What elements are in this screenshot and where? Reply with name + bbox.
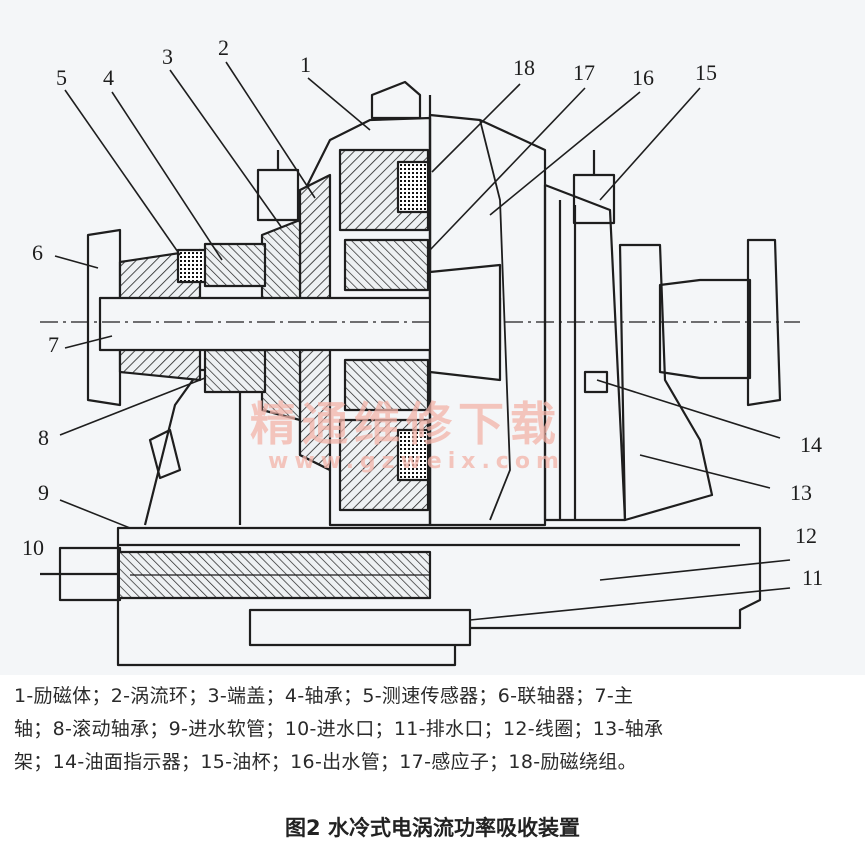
technical-drawing: 1 2 3 4 5 6 7 8 9 10 11 12 13 14 15 16 1… [0,0,865,675]
callout-2: 2 [218,35,229,60]
figure-caption: 图2 水冷式电涡流功率吸收装置 [285,816,580,840]
legend-line: 1-励磁体；2-涡流环；3-端盖；4-轴承；5-测速传感器；6-联轴器；7-主 [14,685,634,707]
callout-5: 5 [56,65,67,90]
top-cap [370,80,422,120]
outlet-pipe [479,119,511,521]
base-frame [116,526,762,667]
callout-7: 7 [48,332,59,357]
callout-10: 10 [22,535,44,560]
drain-outlet [248,608,472,647]
callout-18: 18 [513,55,535,80]
legend-line: 架；14-油面指示器；15-油杯；16-出水管；17-感应子；18-励磁绕组。 [14,751,637,773]
bearing-pedestal [143,368,242,526]
output-shaft-end [658,278,752,380]
callout-9: 9 [38,480,49,505]
winding-lower [396,428,430,482]
callout-17: 17 [573,60,595,85]
callout-15: 15 [695,60,717,85]
callout-14: 14 [800,432,822,457]
oil-level-indicator [583,370,609,394]
leader-lines [54,61,781,529]
machine-outline [40,80,800,667]
callout-13: 13 [790,480,812,505]
winding-upper [396,160,430,214]
callout-labels: 1 2 3 4 5 6 7 8 9 10 11 12 13 14 15 16 1… [22,35,823,590]
coupling [86,228,122,407]
callout-16: 16 [632,65,654,90]
callout-11: 11 [802,565,823,590]
drawing-svg: 1 2 3 4 5 6 7 8 9 10 11 12 13 14 15 16 1… [22,35,823,667]
callout-4: 4 [103,65,114,90]
water-inlet [58,546,122,602]
callout-1: 1 [300,52,311,77]
watermark-text: 精通维修下载 [250,397,562,451]
parts-legend: 1-励磁体；2-涡流环；3-端盖；4-轴承；5-测速传感器；6-联轴器；7-主 … [14,680,854,779]
output-flange [746,238,782,407]
callout-12: 12 [795,523,817,548]
bearing-bracket [618,243,714,522]
legend-line: 轴；8-滚动轴承；9-进水软管；10-进水口；11-排水口；12-线圈；13-轴… [14,718,664,740]
rolling-bearing [203,348,267,394]
callout-8: 8 [38,425,49,450]
speed-sensor [256,168,300,222]
watermark-url: www.gzweix.com [268,449,565,474]
callout-3: 3 [162,44,173,69]
callout-6: 6 [32,240,43,265]
